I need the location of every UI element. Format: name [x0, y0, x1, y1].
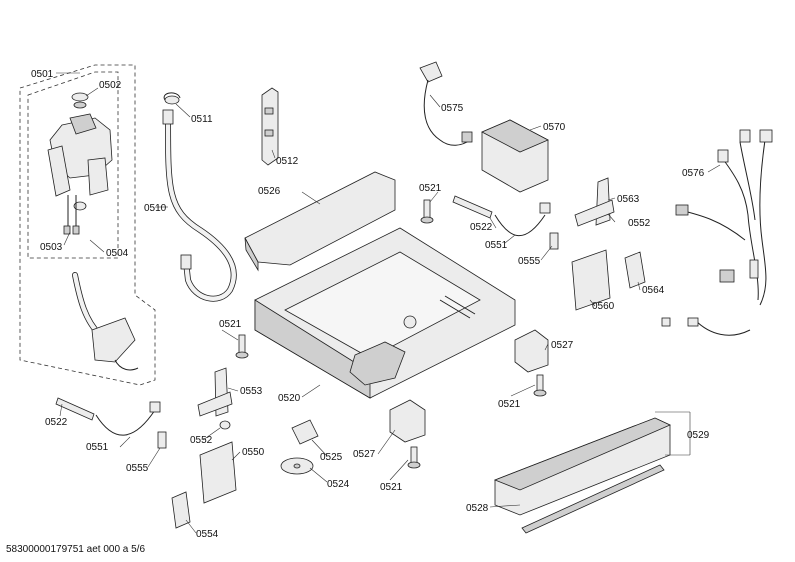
callout-0501: 0501: [31, 69, 54, 80]
strip-0528-drawing: [521, 464, 665, 534]
relay-0564-drawing: [624, 251, 646, 289]
base-tub-0520-drawing: [254, 227, 516, 399]
callout-0521-top: 0521: [419, 183, 442, 194]
callout-0553: 0553: [240, 386, 263, 397]
callout-0503: 0503: [40, 242, 63, 253]
screw-0521-bottom: [407, 446, 421, 469]
screw-0521-left: [235, 334, 249, 359]
callout-0552-top: 0552: [628, 218, 651, 229]
valve-assembly-dashed-outline: [19, 64, 156, 386]
bracket-0512-drawing: [261, 87, 279, 166]
callout-0551-top: 0551: [485, 240, 508, 251]
callout-0527-right: 0527: [551, 340, 574, 351]
connector-0555-left-drawing: [157, 431, 167, 449]
part-0525-drawing: [291, 419, 319, 445]
cover-0526-drawing: [244, 171, 396, 272]
leader-lines: [56, 72, 721, 534]
water-valve-drawing: [47, 92, 113, 235]
bracket-0563-drawing: [574, 177, 615, 227]
callout-0555-left: 0555: [126, 463, 149, 474]
sensor-0522-top-drawing: [452, 195, 493, 219]
callout-0526: 0526: [258, 186, 281, 197]
bracket-0554-drawing: [171, 491, 191, 529]
callout-0563: 0563: [617, 194, 640, 205]
sensor-0551-left-drawing: [95, 401, 161, 436]
drain-hose-drawing: [162, 109, 237, 302]
sensor-0522-left-drawing: [55, 397, 95, 421]
callout-0502: 0502: [99, 80, 122, 91]
foot-0527-right: [514, 329, 549, 373]
callout-0528: 0528: [466, 503, 489, 514]
connector-0555-top-drawing: [549, 232, 559, 250]
screw-0521-top: [420, 199, 434, 224]
wire-harness-0576-drawing: [661, 129, 773, 336]
callout-0552-lower: 0552: [190, 435, 213, 446]
callout-0550: 0550: [242, 447, 265, 458]
callout-0520: 0520: [278, 393, 301, 404]
screw-0521-right: [533, 374, 547, 397]
module-0570-drawing: [481, 119, 549, 193]
callout-0570: 0570: [543, 122, 566, 133]
drawing-reference-number: 58300000179751 aet 000 a 5/6: [6, 544, 145, 555]
callout-0560: 0560: [592, 301, 615, 312]
callout-0554: 0554: [196, 529, 219, 540]
disc-0524-drawing: [280, 457, 314, 475]
callout-0524: 0524: [327, 479, 350, 490]
callout-0522-top: 0522: [470, 222, 493, 233]
power-cord-0575-drawing: [419, 61, 473, 146]
part-0552-lower-drawing: [219, 420, 231, 430]
callout-0529: 0529: [687, 430, 710, 441]
callout-0511: 0511: [191, 114, 213, 125]
hose-clip-drawing: [163, 92, 181, 105]
bracket-0553-drawing: [197, 367, 233, 417]
callout-0504: 0504: [106, 248, 129, 259]
callout-0521-bottom: 0521: [380, 482, 403, 493]
valve-lower-connector-drawing: [72, 272, 139, 371]
callout-0522-left: 0522: [45, 417, 68, 428]
callout-0576: 0576: [682, 168, 705, 179]
callout-0512: 0512: [276, 156, 299, 167]
callout-labels: 0501 0502 0503 0504 0510 0511 0512 0520 …: [31, 69, 710, 540]
callout-0510: 0510: [144, 203, 167, 214]
callout-0525: 0525: [320, 452, 343, 463]
foot-0527-bottom: [389, 399, 426, 443]
callout-0564: 0564: [642, 285, 665, 296]
callout-0555-top: 0555: [518, 256, 541, 267]
bracket-0550-drawing: [199, 441, 237, 504]
callout-0527-bottom: 0527: [353, 449, 376, 460]
callout-0521-right: 0521: [498, 399, 521, 410]
callout-0521-left: 0521: [219, 319, 242, 330]
callout-0551-left: 0551: [86, 442, 109, 453]
sensor-0551-top-drawing: [494, 202, 551, 237]
callout-0575: 0575: [441, 103, 464, 114]
bracket-0560-drawing: [571, 249, 611, 311]
